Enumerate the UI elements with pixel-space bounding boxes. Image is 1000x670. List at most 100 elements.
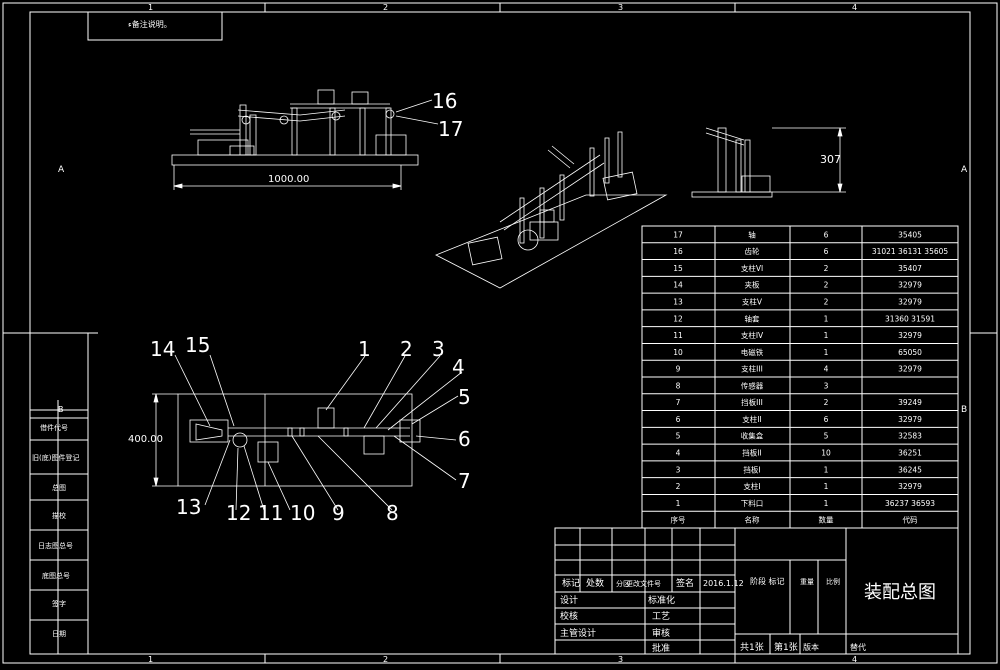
table-cell-no: 序号 (671, 515, 686, 525)
table-cell-name: 支柱IV (741, 330, 764, 340)
table-cell-no: 11 (673, 331, 683, 340)
left-strip (29, 332, 98, 655)
table-cell-no: 10 (673, 348, 683, 357)
callout-12: 12 (226, 501, 251, 525)
table-cell-no: 16 (673, 247, 683, 256)
left-strip-label-7: 签字 (52, 599, 66, 608)
table-cell-qty: 6 (824, 415, 829, 424)
drawing-title: 装配总图 (864, 582, 936, 603)
title-replace: 替代 (850, 642, 866, 652)
title-check: 校核 (560, 610, 578, 622)
callout-3: 3 (432, 337, 445, 361)
corner-note: ء备注说明。 (128, 19, 172, 29)
title-mark: 标记 (562, 577, 580, 589)
table-cell-name: 轴 (748, 229, 756, 239)
table-cell-code: 36251 (898, 449, 922, 458)
title-change-doc: 更改文件号 (626, 579, 661, 588)
table-cell-no: 1 (676, 499, 681, 508)
table-cell-name: 支柱II (742, 414, 761, 424)
callout-4: 4 (452, 355, 465, 379)
left-strip-label-6: 底图总号 (42, 571, 70, 580)
callout-14: 14 (150, 337, 175, 361)
table-cell-qty: 6 (824, 230, 829, 239)
table-cell-code: 32979 (898, 331, 922, 340)
table-cell-no: 14 (673, 281, 683, 290)
zone-letter-left-a: A (58, 165, 65, 175)
title-count: 处数 (586, 577, 604, 589)
table-cell-code: 32979 (898, 365, 922, 374)
table-cell-qty: 6 (824, 247, 829, 256)
table-cell-qty: 10 (821, 449, 831, 458)
table-cell-name: 挡板III (741, 397, 763, 407)
title-weight: 重量 (800, 578, 814, 586)
title-scale: 比例 (826, 577, 840, 586)
table-cell-qty: 1 (824, 331, 829, 340)
table-cell-name: 轴套 (745, 313, 760, 323)
table-cell-qty: 1 (824, 499, 829, 508)
table-cell-code: 代码 (903, 515, 918, 525)
table-cell-no: 13 (673, 298, 683, 307)
table-cell-name: 名称 (745, 515, 760, 525)
table-cell-no: 4 (676, 449, 681, 458)
table-cell-code: 32979 (898, 415, 922, 424)
table-cell-name: 挡板II (742, 448, 761, 458)
title-sheets: 共1张 (740, 642, 764, 653)
table-cell-name: 支柱III (741, 364, 763, 374)
table-cell-name: 夹板 (745, 280, 760, 290)
title-process: 工艺 (652, 611, 670, 622)
table-cell-name: 支柱V (742, 297, 763, 307)
callout-11: 11 (258, 501, 283, 525)
table-cell-qty: 2 (824, 264, 829, 273)
table-cell-code: 36245 (898, 465, 922, 474)
plan-leader-lines (174, 354, 463, 511)
table-cell-code: 39249 (898, 398, 922, 407)
callout-6: 6 (458, 427, 471, 451)
table-cell-name: 下料口 (741, 498, 764, 508)
table-cell-code: 32583 (898, 432, 922, 441)
callout-17: 17 (438, 117, 463, 141)
table-cell-name: 电磁铁 (741, 347, 764, 357)
callout-7: 7 (458, 469, 471, 493)
zone-number-top-4: 4 (852, 3, 857, 12)
table-cell-code: 31360 31591 (885, 314, 935, 323)
table-cell-qty: 2 (824, 298, 829, 307)
left-strip-label-3: 总图 (52, 483, 66, 492)
plan-view (152, 393, 421, 487)
table-cell-qty: 1 (824, 482, 829, 491)
table-cell-qty: 1 (824, 348, 829, 357)
dimension-top-width: 1000.00 (268, 174, 309, 185)
table-cell-code: 36237 36593 (885, 499, 935, 508)
title-version: 版本 (803, 642, 819, 652)
table-cell-qty: 3 (824, 381, 829, 390)
table-cell-no: 2 (676, 482, 681, 491)
table-cell-code: 32979 (898, 482, 922, 491)
table-cell-qty: 1 (824, 465, 829, 474)
zone-number-bottom-2: 2 (383, 655, 388, 664)
title-design: 设计 (560, 594, 578, 606)
zone-number-bottom-3: 3 (618, 655, 623, 664)
callout-10: 10 (290, 501, 315, 525)
left-strip-label-8: 日期 (52, 630, 66, 638)
table-cell-no: 3 (676, 465, 681, 474)
zone-ticks (3, 3, 997, 663)
title-chief-designer: 主管设计 (560, 627, 596, 639)
table-cell-name: 齿轮 (745, 246, 760, 256)
zone-number-top-1: 1 (148, 3, 153, 12)
table-cell-name: 传感器 (741, 380, 764, 390)
table-cell-qty: 4 (824, 365, 829, 374)
title-approve: 批准 (652, 642, 670, 654)
table-cell-no: 8 (676, 381, 681, 390)
zone-number-top-3: 3 (618, 3, 623, 12)
callout-16: 16 (432, 89, 457, 113)
left-strip-label-5: 日志图总号 (38, 541, 73, 550)
title-zone: 分区 (616, 579, 630, 588)
title-stage-mark: 阶段 标记 (750, 576, 785, 586)
table-cell-code: 35407 (898, 264, 922, 273)
title-date: 2016.1.12 (703, 579, 744, 588)
table-cell-no: 9 (676, 365, 681, 374)
side-view (691, 127, 846, 198)
table-cell-no: 7 (676, 398, 681, 407)
title-review: 审核 (652, 627, 670, 639)
